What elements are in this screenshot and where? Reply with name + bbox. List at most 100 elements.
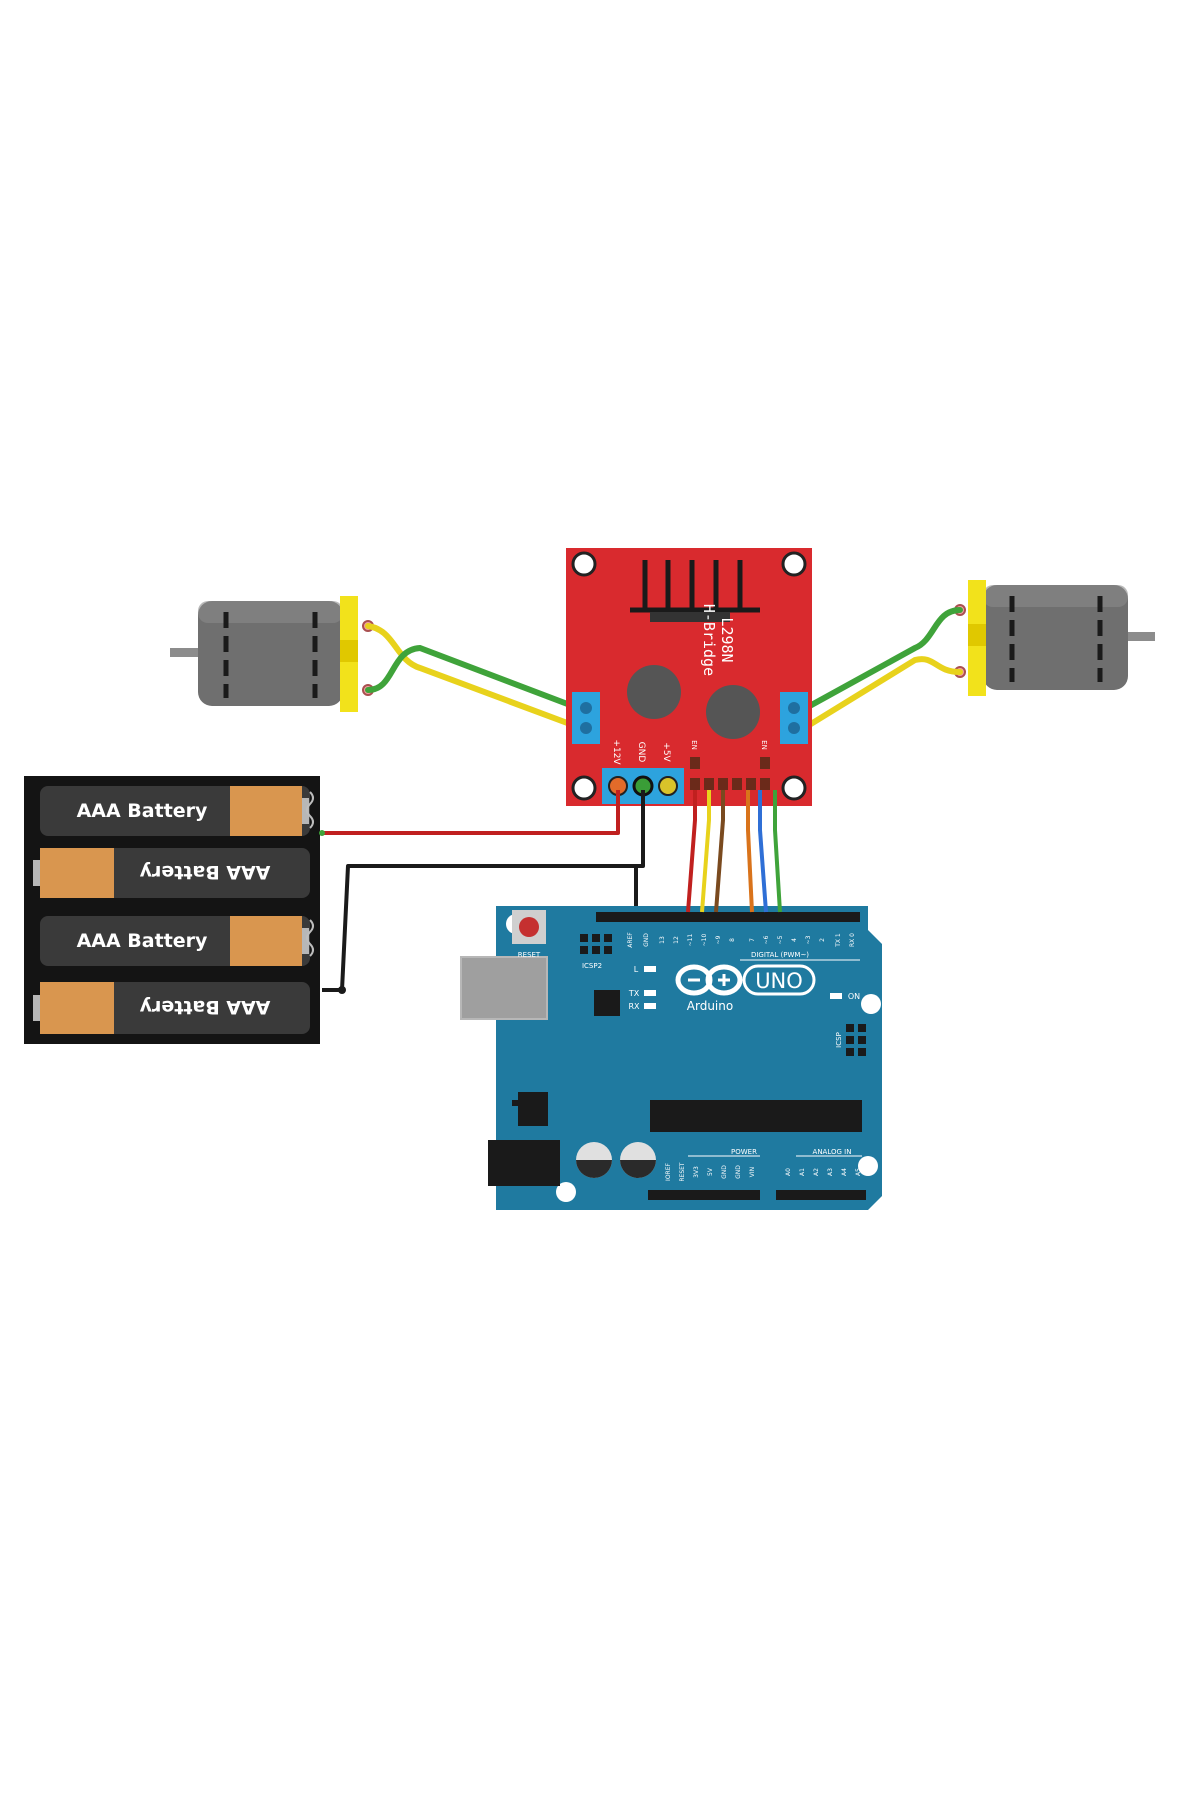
hbridge-board	[566, 548, 812, 806]
battery-negative-wire	[322, 790, 645, 992]
arduino-pcb	[496, 906, 882, 1210]
pwr-5v-label: 5V	[707, 1167, 714, 1176]
signal-wire-brown	[714, 790, 725, 913]
a5-label: A5	[855, 1168, 862, 1176]
signal-wires	[686, 790, 782, 913]
a4-label: A4	[841, 1168, 848, 1176]
arduino-analog-header	[776, 1190, 866, 1200]
arduino-led-rx-label: RX	[628, 1002, 640, 1011]
battery-positive-wire	[322, 790, 620, 835]
left-motor-wire-green	[365, 644, 581, 711]
arduino-uno-board: RESET ICSP2 DIGITAL (PWM~) AREF GND 13 1…	[460, 906, 882, 1210]
pin-9-label: ~9	[715, 935, 722, 944]
arduino-icsp-header	[846, 1024, 866, 1056]
arduino-usb-chip	[594, 990, 620, 1016]
left-motor-shaft	[170, 648, 200, 657]
hbridge-title-line2: H-Bridge	[700, 604, 718, 676]
hbridge-label-en-a: EN	[690, 740, 698, 750]
pin-11-label: ~11	[687, 933, 694, 946]
right-motor-wire-yellow	[803, 656, 963, 730]
battery-cell-1-label: AAA Battery	[77, 800, 208, 822]
pin-12-label: 12	[673, 936, 680, 944]
left-motor-body	[198, 601, 343, 706]
l298n-hbridge-module: L298N H-Bridge +12V GND +5V EN EN	[566, 548, 812, 806]
signal-wire-orange	[746, 790, 754, 913]
pwr-3v3-label: 3V3	[693, 1166, 700, 1178]
hbridge-heatsink	[630, 560, 760, 613]
left-motor	[170, 596, 374, 712]
arduino-led-tx	[644, 990, 656, 996]
battery-cell-2-label: AAA Battery	[139, 861, 270, 883]
pwr-vin-label: VIN	[749, 1167, 756, 1177]
arduino-voltage-regulator	[518, 1092, 548, 1126]
pin-tx-label: TX 1	[835, 933, 842, 948]
pin-2-label: 2	[819, 938, 826, 942]
right-motor	[954, 580, 1155, 696]
arduino-digital-header-label: DIGITAL (PWM~)	[751, 951, 809, 959]
pin-5-label: ~5	[777, 935, 784, 944]
hbridge-capacitor-1	[627, 665, 681, 719]
a0-label: A0	[785, 1168, 792, 1176]
aaa-battery-pack: AAA Battery AAA Battery AAA Battery AAA …	[24, 776, 320, 1044]
arduino-atmega-chip	[650, 1100, 862, 1132]
battery-cell-3-label: AAA Battery	[77, 930, 208, 952]
pin-7-label: 7	[749, 938, 756, 942]
arduino-analog-header-label: ANALOG IN	[813, 1148, 852, 1156]
battery-cell-4: AAA Battery	[33, 982, 310, 1034]
pwr-gnd1-label: GND	[721, 1165, 728, 1179]
motor-wires	[365, 607, 963, 730]
hbridge-label-gnd: GND	[636, 742, 646, 763]
a3-label: A3	[827, 1168, 834, 1176]
arduino-icsp2-label: ICSP2	[582, 962, 602, 970]
arduino-led-l-label: L	[634, 965, 639, 974]
pin-8-label: 8	[729, 938, 736, 942]
signal-wire-yellow	[700, 790, 711, 913]
a2-label: A2	[813, 1168, 820, 1176]
arduino-model-label: UNO	[755, 969, 803, 993]
pwr-reset-label: RESET	[679, 1162, 686, 1182]
arduino-brand-label: Arduino	[687, 999, 733, 1013]
pin-3-label: ~3	[805, 935, 812, 944]
hbridge-label-5v: +5V	[661, 742, 671, 762]
battery-cell-2: AAA Battery	[33, 848, 310, 898]
right-motor-shaft	[1127, 632, 1155, 641]
left-motor-wire-yellow	[365, 623, 581, 730]
pin-13-label: 13	[659, 936, 666, 944]
pin-6-label: ~6	[763, 935, 770, 944]
pwr-ioref-label: IOREF	[665, 1163, 672, 1181]
signal-wire-blue	[758, 790, 768, 913]
arduino-power-pin-labels: IOREF RESET 3V3 5V GND GND VIN	[665, 1162, 756, 1182]
arduino-power-header-label: POWER	[731, 1148, 757, 1156]
right-motor-wire-green	[803, 607, 963, 711]
hbridge-motor-a-terminal	[572, 692, 600, 744]
arduino-digital-header	[596, 912, 860, 922]
pin-aref-label: AREF	[627, 932, 634, 948]
pin-rx-label: RX 0	[849, 933, 856, 947]
hbridge-title-line1: L298N	[718, 617, 736, 662]
arduino-logo: UNO Arduino	[675, 964, 816, 1013]
arduino-led-rx	[644, 1003, 656, 1009]
arduino-analog-pin-labels: A0 A1 A2 A3 A4 A5	[785, 1168, 862, 1176]
arduino-led-l	[644, 966, 656, 972]
pin-4-label: 4	[791, 938, 798, 942]
signal-wire-red	[686, 790, 697, 913]
hbridge-label-en-b: EN	[760, 740, 768, 750]
hbridge-motor-b-terminal	[780, 692, 808, 744]
arduino-dc-jack	[488, 1140, 560, 1186]
pin-gnd-label: GND	[643, 933, 650, 947]
a1-label: A1	[799, 1168, 806, 1176]
arduino-reset-label: RESET	[518, 951, 541, 959]
arduino-power-header	[648, 1190, 760, 1200]
hbridge-title: L298N H-Bridge	[700, 604, 736, 676]
arduino-led-on	[830, 993, 842, 999]
pwr-gnd2-label: GND	[735, 1165, 742, 1179]
arduino-icsp-label: ICSP	[835, 1032, 843, 1048]
battery-cell-1: AAA Battery	[40, 786, 310, 836]
battery-cell-3: AAA Battery	[40, 916, 310, 966]
arduino-digital-pin-labels: AREF GND 13 12 ~11 ~10 ~9 8 7 ~6 ~5 4 ~3…	[627, 932, 856, 948]
right-motor-body	[983, 585, 1128, 690]
pin-10-label: ~10	[701, 933, 708, 946]
battery-cell-4-label: AAA Battery	[139, 996, 270, 1018]
arduino-led-on-label: ON	[848, 992, 860, 1001]
